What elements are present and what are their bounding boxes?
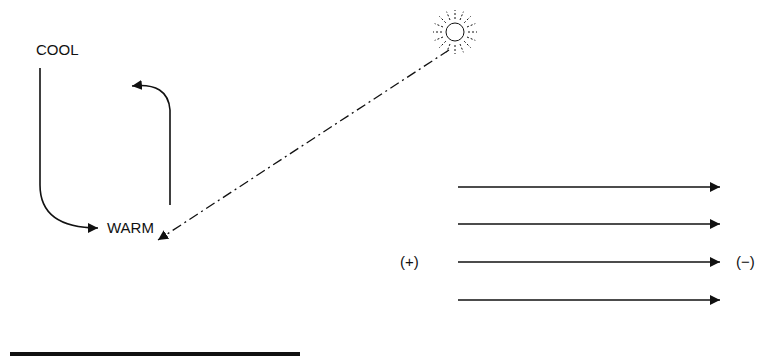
temperature-label: COOL	[36, 42, 79, 59]
sinking-arrow	[40, 68, 98, 228]
sun-symbol	[433, 10, 477, 54]
temperature-label: WARM	[107, 220, 154, 237]
polarity-label: (+)	[400, 254, 419, 271]
polarity-label: (−)	[736, 254, 755, 271]
ground-line	[10, 352, 300, 356]
field-lines	[458, 187, 720, 300]
sun-ray	[158, 50, 449, 240]
rising-arrow	[132, 86, 170, 206]
